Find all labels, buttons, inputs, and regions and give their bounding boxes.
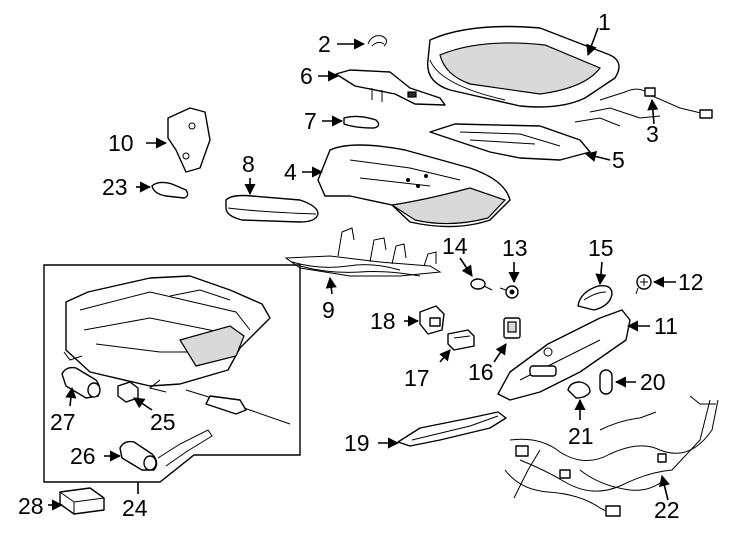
nut-14-part[interactable] (470, 278, 493, 291)
callout-13: 13 (502, 235, 528, 261)
leader-14 (459, 257, 473, 277)
callout-24: 24 (122, 495, 148, 521)
callout-18: 18 (370, 308, 396, 334)
leader-3 (647, 98, 659, 125)
leader-15 (595, 261, 607, 286)
clip-23-part[interactable] (151, 181, 189, 199)
leader-17 (439, 349, 451, 363)
callout-1: 1 (598, 9, 611, 35)
callout-6: 6 (300, 63, 313, 89)
callout-20: 20 (640, 369, 666, 395)
motor-26-part[interactable] (119, 429, 213, 471)
callout-21: 21 (568, 423, 594, 449)
callout-26: 26 (70, 443, 96, 469)
oval-cap-part[interactable] (599, 369, 613, 395)
block-28-part[interactable] (59, 487, 105, 515)
seat-adjuster-frame-part[interactable] (63, 275, 271, 393)
trim-panel-part[interactable] (397, 411, 507, 447)
leader-22 (659, 474, 670, 501)
connector-17-part[interactable] (447, 329, 475, 351)
leader-16 (493, 343, 507, 363)
callout-14: 14 (442, 233, 468, 259)
spring-assembly-part[interactable] (284, 227, 442, 277)
callout-8: 8 (242, 151, 255, 177)
callout-15: 15 (588, 235, 614, 261)
callout-9: 9 (322, 297, 335, 323)
knob-21-part[interactable] (567, 381, 591, 399)
callout-16: 16 (468, 359, 494, 385)
wiring-harness-part[interactable] (504, 395, 719, 517)
switch-knob-part[interactable] (577, 284, 613, 311)
callout-12: 12 (678, 269, 704, 295)
switch-16-part[interactable] (503, 317, 521, 339)
sub-assembly-frame (43, 264, 301, 483)
callout-23: 23 (102, 174, 128, 200)
leader-27 (65, 386, 77, 407)
callout-28: 28 (18, 493, 44, 519)
callout-10: 10 (108, 130, 134, 156)
heater-pad-part[interactable] (429, 123, 591, 161)
callout-19: 19 (344, 430, 370, 456)
drive-cable-part[interactable] (185, 389, 291, 425)
cushion-pad-part[interactable] (225, 194, 319, 223)
motor-27-part[interactable] (61, 366, 101, 399)
callout-11: 11 (654, 313, 678, 339)
side-bracket-part[interactable] (167, 107, 211, 173)
callout-22: 22 (654, 497, 680, 523)
leader-1 (586, 27, 599, 57)
retainer-part[interactable] (343, 115, 380, 129)
seat-cushion-part[interactable] (426, 25, 620, 108)
leader-9 (325, 276, 337, 295)
callout-4: 4 (284, 159, 297, 185)
callout-7: 7 (304, 108, 317, 134)
clip-part[interactable] (367, 35, 388, 47)
leader-25 (133, 397, 153, 411)
screw-12-part[interactable] (635, 274, 652, 295)
side-shield-part[interactable] (497, 309, 631, 401)
wire-harness-part[interactable] (574, 87, 713, 127)
callout-25: 25 (150, 409, 176, 435)
callout-27: 27 (50, 409, 76, 435)
seat-pan-part[interactable] (317, 144, 511, 228)
actuator-18-part[interactable] (419, 305, 445, 335)
callout-2: 2 (318, 31, 331, 57)
bracket-part[interactable] (335, 69, 446, 106)
bolt-13-part[interactable] (499, 285, 519, 299)
callout-5: 5 (612, 147, 625, 173)
callout-3: 3 (646, 121, 659, 147)
leader-5 (584, 151, 611, 162)
callout-17: 17 (404, 365, 430, 391)
